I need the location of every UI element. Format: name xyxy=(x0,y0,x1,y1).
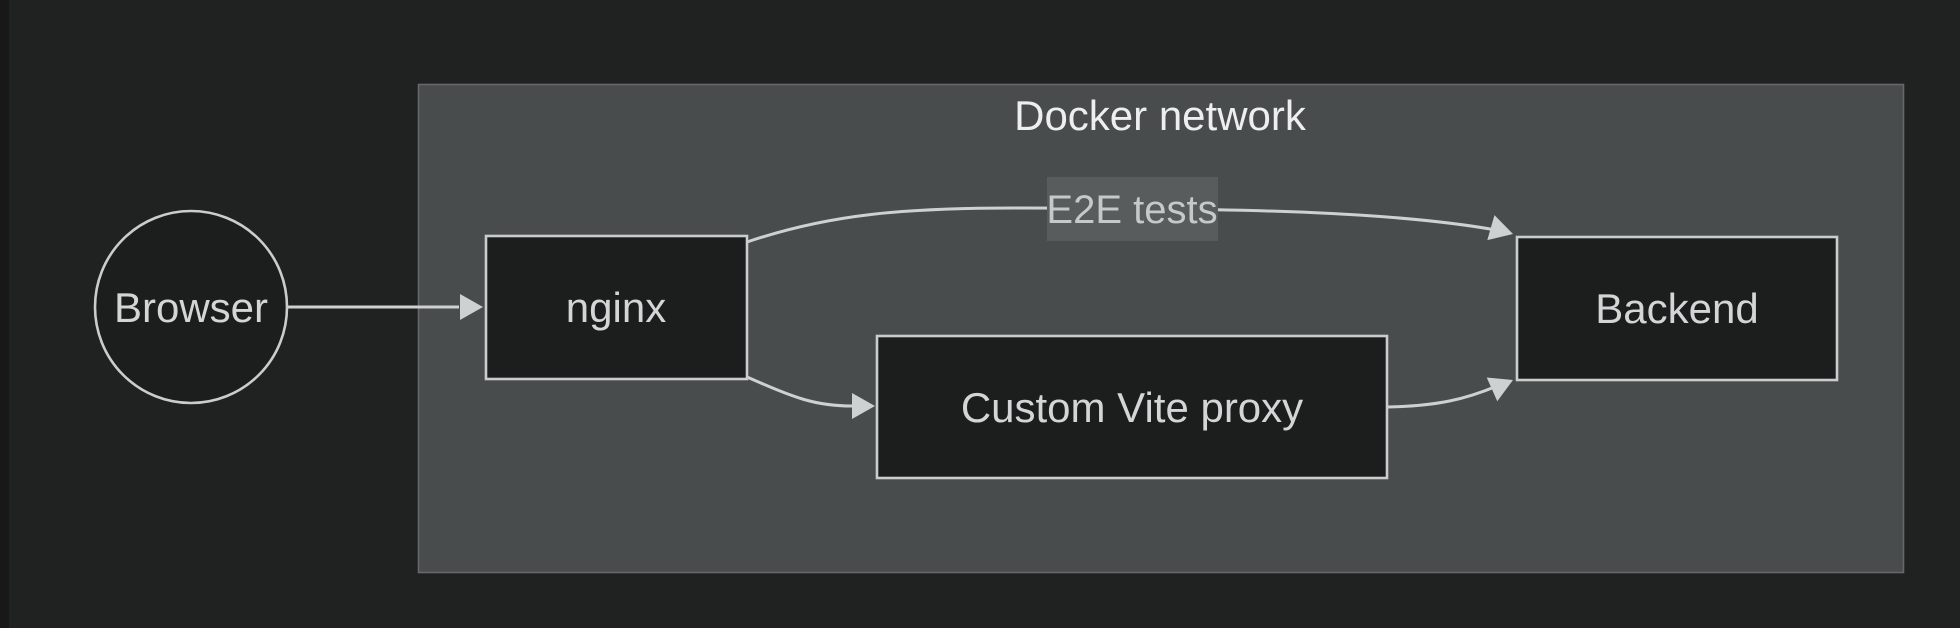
arrowhead-nginx-to-backend xyxy=(1487,215,1513,241)
node-custom-vite-proxy-label: Custom Vite proxy xyxy=(961,384,1303,431)
edge-nginx-to-vite xyxy=(746,375,853,408)
node-backend-label: Backend xyxy=(1595,285,1758,332)
edge-label-background xyxy=(1047,177,1218,241)
edge-label-e2e-tests: E2E tests xyxy=(1046,188,1217,232)
cluster-title: Docker network xyxy=(1014,92,1307,139)
node-nginx xyxy=(484,234,749,381)
node-browser-label: Browser xyxy=(114,284,268,331)
edge-vite-to-backend xyxy=(1386,384,1498,409)
node-nginx-label: nginx xyxy=(566,284,666,331)
window-edge-strip xyxy=(0,0,9,628)
arrowhead-browser-to-nginx xyxy=(460,294,483,320)
node-backend xyxy=(1515,235,1839,382)
node-browser xyxy=(93,209,289,405)
arrowhead-vite-to-backend xyxy=(1486,377,1513,402)
node-custom-vite-proxy xyxy=(875,334,1389,480)
arrowhead-nginx-to-vite xyxy=(852,393,875,419)
